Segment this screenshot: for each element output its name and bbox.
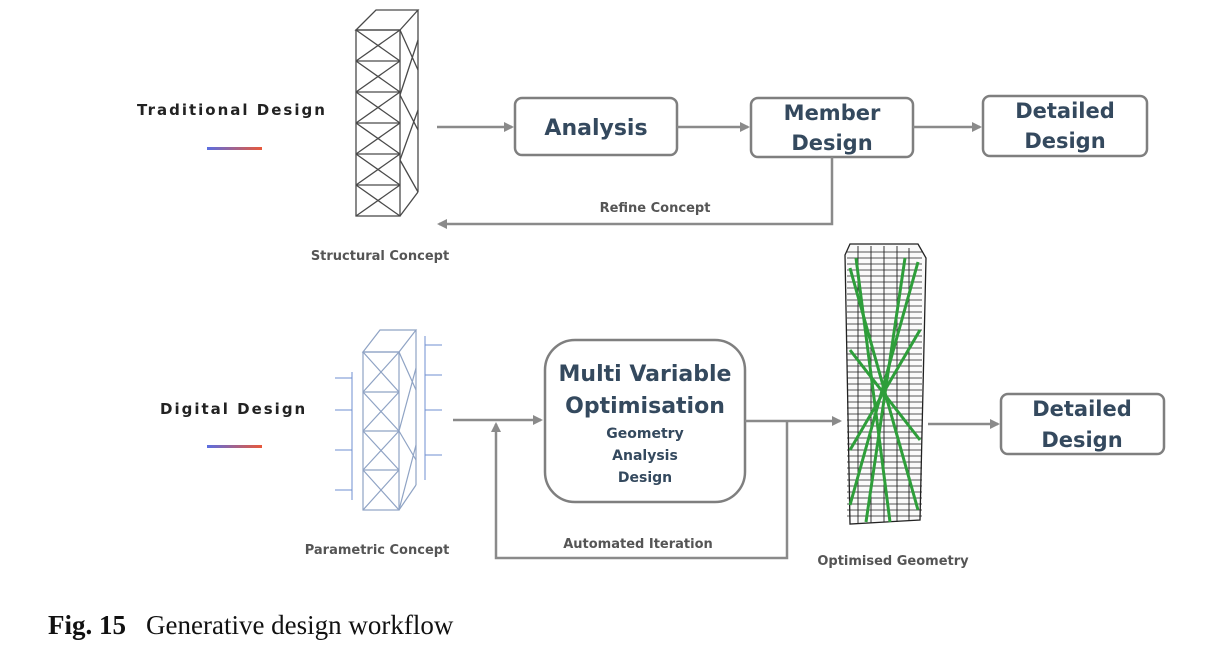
member-design-line2: Design [791, 131, 872, 155]
automated-iteration-label: Automated Iteration [563, 537, 713, 552]
optimisation-item-geometry: Geometry [606, 426, 683, 442]
automated-iteration-loop-arrow [491, 421, 789, 560]
traditional-legend-line [207, 147, 262, 150]
figure-number: Fig. 15 [48, 610, 126, 640]
analysis-label: Analysis [544, 116, 647, 141]
digital-detailed-line2: Design [1041, 428, 1122, 452]
structural-concept-illustration [354, 9, 420, 217]
figure-title: Generative design workflow [146, 610, 454, 640]
optimised-geometry-caption: Optimised Geometry [817, 554, 969, 569]
digital-design-label: Digital Design [160, 400, 307, 418]
traditional-design-label: Traditional Design [137, 101, 327, 119]
digital-legend-line [207, 445, 262, 448]
parametric-concept-caption: Parametric Concept [305, 543, 450, 558]
traditional-detailed-line1: Detailed [1015, 99, 1115, 123]
optimisation-item-analysis: Analysis [612, 448, 678, 464]
digital-detailed-design-box [999, 392, 1166, 456]
optimisation-item-design: Design [618, 470, 672, 486]
workflow-diagram: Traditional Design Structural Concept An… [137, 9, 1166, 569]
member-design-line1: Member [784, 101, 881, 125]
optimisation-title-line2: Optimisation [565, 394, 725, 419]
optimised-geometry-illustration [844, 243, 927, 525]
parametric-concept-illustration [335, 329, 442, 511]
digital-detailed-line1: Detailed [1032, 397, 1132, 421]
traditional-detailed-line2: Design [1024, 129, 1105, 153]
figure-caption: Fig. 15 Generative design workflow [48, 610, 453, 641]
refine-concept-label: Refine Concept [600, 201, 711, 216]
refine-concept-loop-arrow [437, 157, 834, 229]
structural-concept-caption: Structural Concept [311, 249, 449, 264]
traditional-detailed-design-box [981, 94, 1149, 158]
optimisation-title-line1: Multi Variable [559, 362, 732, 387]
